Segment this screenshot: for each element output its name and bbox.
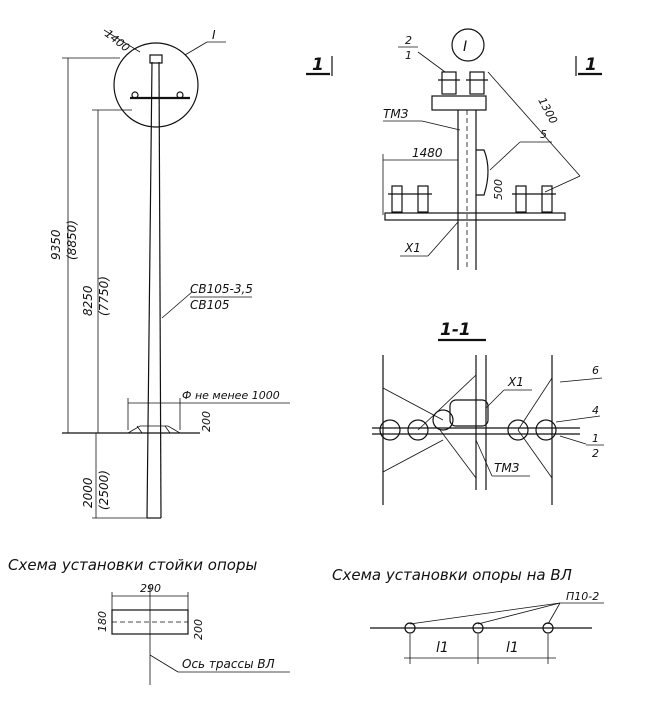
detail-label: I (212, 28, 216, 42)
pole-right-edge (158, 61, 162, 519)
insulator-low-3 (515, 185, 527, 213)
scheme-right-title: Схема установки опоры на ВЛ (332, 566, 572, 584)
detail-circle (113, 42, 199, 128)
scheme-right-leader-2 (477, 602, 561, 625)
detail-I-circle (451, 28, 485, 62)
mark-1: 1 (405, 49, 412, 62)
s-mark-tmz: ТМЗ (494, 461, 520, 475)
dim-below: 2000 (81, 477, 95, 508)
dim-above: 8250 (81, 285, 95, 316)
dim-1300: 1300 (535, 95, 560, 126)
s-mark-2: 2 (592, 447, 599, 460)
scheme-right-span-1: l1 (436, 640, 449, 656)
mark-5: 5 (540, 128, 547, 141)
scheme-pole-installation: Схема установки стойки опоры 290 180 200… (8, 556, 290, 685)
lower-crossarm (384, 212, 566, 221)
brace-1 (382, 387, 444, 421)
pole-type-1: СВ105-3,5 (190, 282, 253, 296)
pole-type-leader (161, 291, 193, 319)
scheme-line-installation: Схема установки опоры на ВЛ П10-2 l1 l1 (332, 566, 604, 664)
ring-3 (507, 419, 529, 441)
dim-1400: 1400 (102, 27, 132, 54)
transformer-box (476, 149, 489, 196)
s-mark-4: 4 (592, 404, 599, 417)
dim-500: 500 (492, 179, 505, 200)
mark-x1-leader (427, 221, 459, 257)
mark-1-leader (417, 51, 446, 73)
scheme-right-span-2: l1 (506, 640, 519, 656)
ring-center-left (432, 409, 454, 431)
scheme-left-axis-label: Ось трассы ВЛ (182, 657, 275, 671)
section-transformer (449, 399, 489, 427)
detail-I-label: I (463, 39, 467, 55)
detail-I: I 2 1 ТМЗ 1300 5 1480 500 (382, 28, 581, 270)
s-mark-4-leader (555, 415, 601, 423)
section-1-1: 1-1 Х1 6 4 1 2 ТМЗ (372, 320, 604, 505)
ring-4 (535, 419, 557, 441)
scheme-right-pole-3 (542, 622, 554, 634)
s-mark-x1-leader (485, 389, 505, 409)
s-mark-6: 6 (592, 364, 599, 377)
scheme-left-title: Схема установки стойки опоры (8, 556, 257, 574)
scheme-left-dim-right: 200 (192, 619, 205, 640)
insulator-left (131, 91, 139, 99)
s-mark-1: 1 (592, 432, 599, 445)
section-ref-left: 1 (312, 55, 324, 75)
brace-2 (382, 439, 444, 473)
insulator-low-1 (391, 185, 403, 213)
mark-tmz-leader (421, 120, 461, 131)
insulator-top-2 (469, 71, 485, 95)
scheme-left-axis-leader (149, 654, 179, 673)
brace-3 (417, 374, 477, 431)
insulator-right (176, 91, 184, 99)
dim-1480: 1480 (412, 146, 443, 160)
pole-type-2: СВ105 (190, 298, 230, 312)
dim-below-alt: (2500) (97, 470, 111, 510)
hatch-1 (136, 425, 143, 434)
mark-tmz: ТМЗ (383, 107, 409, 121)
mark-x1: Х1 (404, 241, 421, 255)
scheme-left-dim-width: 290 (140, 582, 161, 595)
s-mark-6-leader (559, 377, 603, 383)
dim-total: 9350 (49, 229, 63, 260)
s-mark-tmz-leader (475, 439, 493, 477)
base-mound (127, 425, 181, 434)
dim-base: 200 (200, 411, 213, 432)
brace-6 (439, 429, 477, 479)
scheme-left-dim-left: 180 (96, 611, 109, 632)
s-mark-1-leader (559, 435, 587, 445)
brace-4 (517, 377, 553, 431)
ring-1 (379, 419, 401, 441)
scheme-right-insulator: П10-2 (566, 590, 599, 603)
dim-1400-line (103, 29, 141, 53)
pole-left-edge (146, 61, 153, 519)
scheme-right-leader-3 (547, 602, 561, 625)
s-mark-x1: Х1 (507, 375, 524, 389)
top-bracket (431, 95, 487, 111)
hole-note: Ф не менее 1000 (182, 389, 280, 402)
scheme-right-pole-2 (472, 622, 484, 634)
hatch-2 (164, 425, 171, 434)
scheme-right-leader-1 (409, 602, 561, 625)
dim-above-alt: (7750) (97, 276, 111, 316)
ring-2 (407, 419, 429, 441)
pole-elevation: I 1400 9350 (8850) 8250 (7750) 2000 (250… (49, 27, 290, 519)
section-marks: 1 1 (306, 55, 602, 76)
dim-total-alt: (8850) (65, 220, 79, 260)
detail-leader (184, 41, 208, 56)
mark-5-leader (489, 141, 521, 171)
section-title: 1-1 (440, 320, 471, 340)
insulator-low-2 (417, 185, 429, 213)
brace-5 (517, 429, 553, 479)
section-ref-right: 1 (585, 55, 597, 75)
dim-1300-end (544, 175, 581, 193)
insulator-low-4 (541, 185, 553, 213)
insulator-top-1 (441, 71, 457, 95)
dim-1300-line (487, 71, 581, 177)
mark-2: 2 (405, 34, 412, 47)
scheme-right-pole-1 (404, 622, 416, 634)
top-insulator (149, 54, 163, 64)
